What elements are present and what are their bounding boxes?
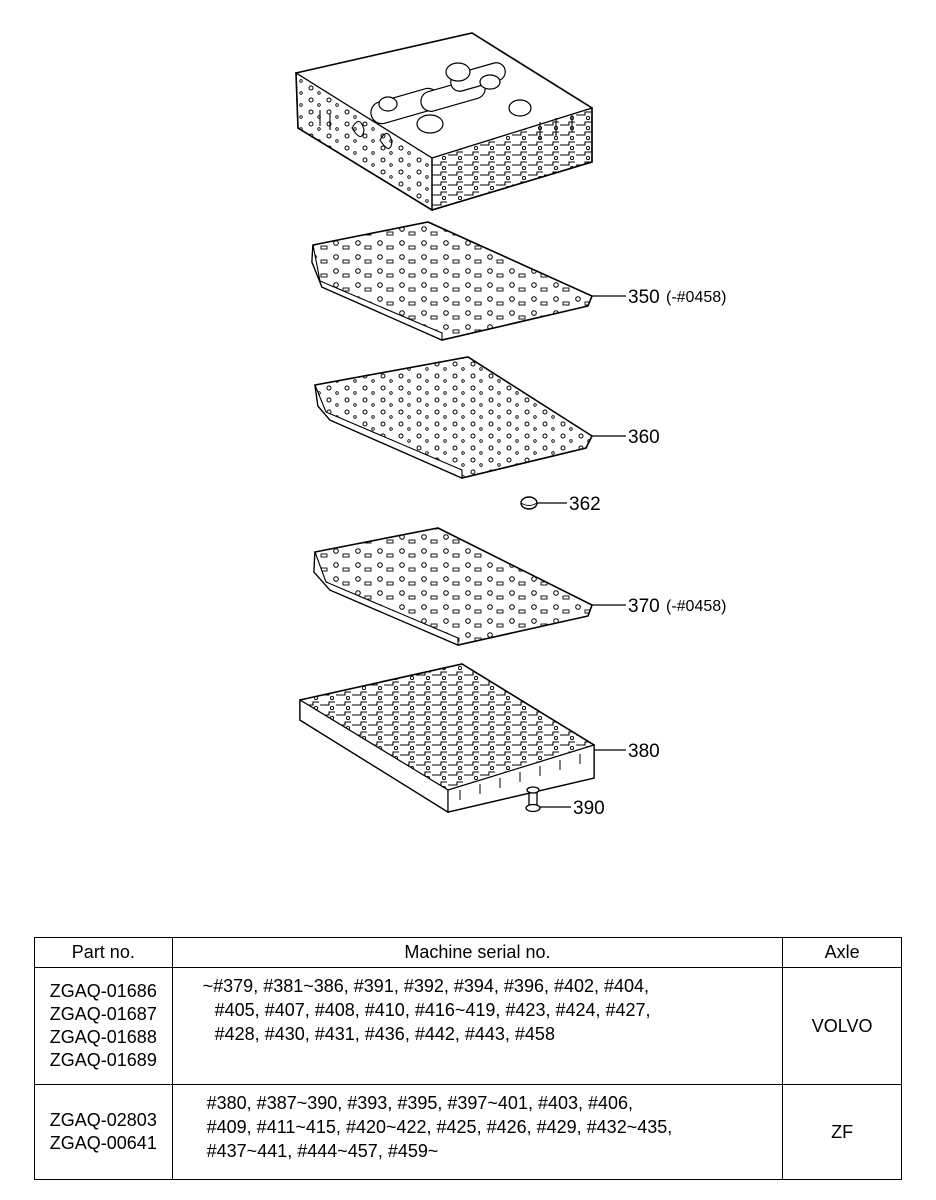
separator-plate-350 xyxy=(311,221,594,341)
part-number: ZGAQ-00641 xyxy=(49,1133,157,1153)
part-number: ZGAQ-01686 xyxy=(49,981,157,1001)
part-numbers-cell: ZGAQ-01686 ZGAQ-01687 ZGAQ-01688 ZGAQ-01… xyxy=(34,967,173,1085)
axle-cell: VOLVO xyxy=(782,967,902,1085)
separator-plate-370 xyxy=(313,527,593,646)
header-machine-serial: Machine serial no. xyxy=(171,937,784,968)
part-number: ZGAQ-01688 xyxy=(49,1027,157,1047)
part-number: ZGAQ-02803 xyxy=(49,1110,157,1130)
part-numbers-cell: ZGAQ-02803 ZGAQ-00641 xyxy=(34,1084,173,1180)
serial-line: #409, #411~415, #420~422, #425, #426, #4… xyxy=(206,1117,673,1137)
serial-line: #437~441, #444~457, #459~ xyxy=(206,1141,439,1161)
callout-350: 350 xyxy=(628,287,660,308)
table-row: ZGAQ-01686 ZGAQ-01687 ZGAQ-01688 ZGAQ-01… xyxy=(34,967,902,1085)
part-number: ZGAQ-01689 xyxy=(49,1050,157,1070)
part-number: ZGAQ-01687 xyxy=(49,1004,157,1024)
parts-table: Part no. Machine serial no. Axle ZGAQ-01… xyxy=(34,937,902,1180)
exploded-parts-diagram: 350 (-#0458) 360 362 370 (-#0458) 380 39… xyxy=(295,32,726,819)
serial-line: #405, #407, #408, #410, #416~419, #423, … xyxy=(214,1000,651,1020)
callout-362: 362 xyxy=(569,494,601,515)
valve-body-drawing xyxy=(295,32,593,212)
lower-valve-body-380 xyxy=(299,663,595,814)
serial-line: ~#379, #381~386, #391, #392, #394, #396,… xyxy=(202,976,650,996)
callout-360: 360 xyxy=(628,427,660,448)
callout-390: 390 xyxy=(573,798,605,819)
callout-370: 370 xyxy=(628,596,660,617)
leader-lines xyxy=(537,295,626,808)
header-axle: Axle xyxy=(782,937,902,968)
callout-370-note: (-#0458) xyxy=(666,598,726,615)
callout-380: 380 xyxy=(628,741,660,762)
serial-line: #428, #430, #431, #436, #442, #443, #458 xyxy=(214,1024,555,1044)
bolt-390 xyxy=(525,786,541,813)
separator-plate-360 xyxy=(314,356,594,479)
table-header-row: Part no. Machine serial no. Axle xyxy=(34,937,902,968)
callout-350-note: (-#0458) xyxy=(666,289,726,306)
table-row: ZGAQ-02803 ZGAQ-00641 #380, #387~390, #3… xyxy=(34,1084,902,1180)
header-part-no: Part no. xyxy=(34,937,173,968)
serial-numbers-cell: ~#379, #381~386, #391, #392, #394, #396,… xyxy=(171,967,784,1085)
check-ball-362 xyxy=(520,496,538,510)
serial-line: #380, #387~390, #393, #395, #397~401, #4… xyxy=(206,1093,634,1113)
serial-numbers-cell: #380, #387~390, #393, #395, #397~401, #4… xyxy=(171,1084,784,1180)
axle-cell: ZF xyxy=(782,1084,902,1180)
